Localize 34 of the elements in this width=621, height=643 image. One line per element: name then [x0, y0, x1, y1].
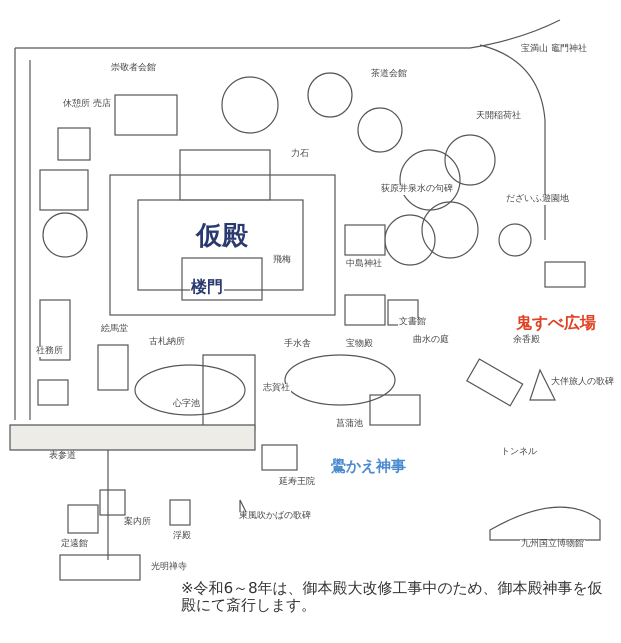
place-label: 茶道会館	[370, 70, 408, 80]
place-label: 延寿王院	[278, 478, 316, 488]
place-label: 大伴旅人の歌碑	[550, 378, 615, 388]
place-label: 天開稲荷社	[475, 112, 522, 122]
place-label: 心字池	[172, 400, 201, 410]
place-label: 力石	[290, 150, 310, 160]
place-label: 志賀社	[262, 384, 291, 394]
place-label: 社務所	[35, 347, 64, 357]
place-title: 仮殿	[195, 222, 249, 251]
place-title: 楼門	[190, 278, 224, 296]
place-label: 東風吹かばの歌碑	[238, 512, 312, 522]
place-label: 文書館	[398, 318, 427, 328]
place-label: 中島神社	[345, 260, 383, 270]
place-label: 案内所	[123, 518, 152, 528]
place-label: 浮殿	[172, 532, 192, 542]
place-label: 崇敬者会館	[110, 64, 157, 74]
event-label: 鬼すべ広場	[515, 314, 597, 332]
place-label: 古札納所	[148, 338, 186, 348]
place-label: 余香殿	[512, 336, 541, 346]
place-label: 表参道	[48, 452, 77, 462]
place-label: 九州国立博物館	[520, 540, 585, 550]
place-label: 飛梅	[272, 256, 292, 266]
place-label: 荻原井泉水の句碑	[380, 185, 454, 195]
place-label: 休憩所 売店	[62, 100, 112, 110]
place-label: だざいふ遊園地	[505, 195, 570, 205]
place-label: 宝満山 竈門神社	[520, 45, 588, 55]
place-label: 菖蒲池	[335, 420, 364, 430]
place-label: 宝物殿	[345, 340, 374, 350]
place-label: 光明禅寺	[150, 563, 188, 573]
place-label: 定遠館	[60, 540, 89, 550]
place-label: 手水舎	[283, 340, 312, 350]
place-label: 絵馬堂	[100, 325, 129, 335]
event-label: 鷽かえ神事	[330, 458, 407, 474]
place-label: 曲水の庭	[412, 336, 450, 346]
